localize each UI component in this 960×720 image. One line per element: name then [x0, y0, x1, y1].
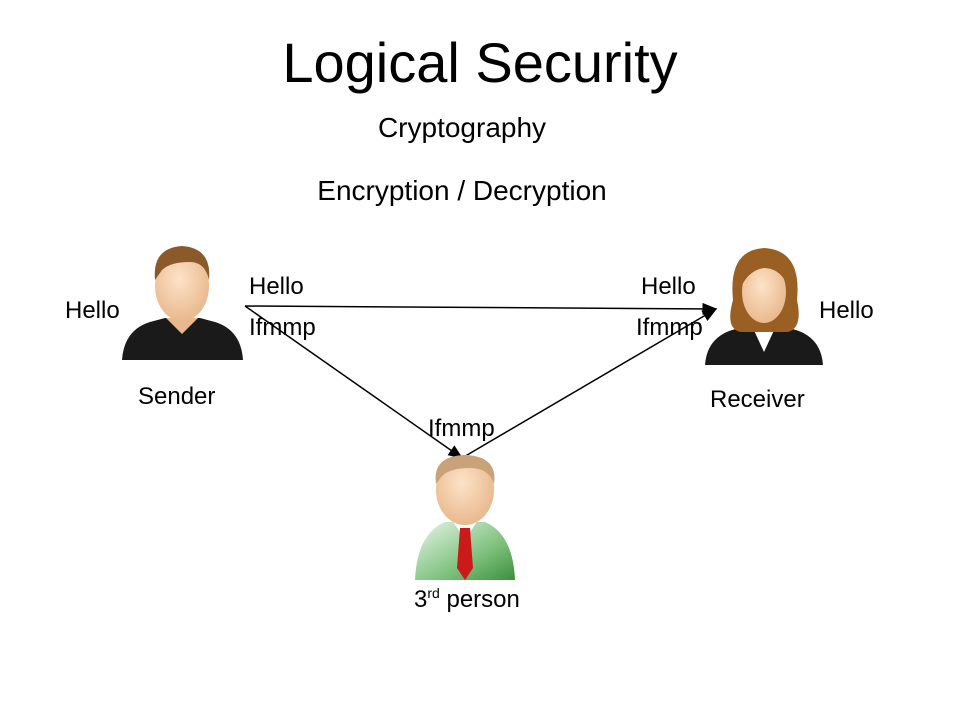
receiver-message-plain: Hello [641, 273, 696, 300]
man-user-icon [122, 246, 243, 360]
sender-label: Sender [138, 383, 216, 410]
arrow-sender-to-receiver [244, 302, 718, 315]
arrow-third-to-receiver [461, 308, 718, 459]
receiver-label: Receiver [710, 386, 805, 413]
third-person-intercepted: Ifmmp [428, 415, 495, 442]
subtitle: Cryptography [377, 112, 547, 143]
receiver-message-cipher: Ifmmp [636, 314, 703, 341]
businessman-user-icon [415, 455, 515, 580]
subtitle-encryption: Encryption / Decryption [317, 175, 607, 206]
page-title: Logical Security [282, 31, 678, 94]
sender-message-plain: Hello [249, 273, 304, 300]
third-person-label-prefix: 3 [414, 586, 428, 613]
receiver-plaintext: Hello [819, 297, 874, 324]
third-person-label-suffix: person [439, 586, 520, 613]
sender-plaintext: Hello [65, 297, 120, 324]
arrow-sender-to-third [244, 305, 464, 459]
third-person-label-sup: rd [427, 585, 440, 601]
sender-message-cipher: Ifmmp [249, 314, 316, 341]
third-person-label: 3rd person [414, 586, 520, 614]
woman-user-icon [705, 248, 823, 365]
